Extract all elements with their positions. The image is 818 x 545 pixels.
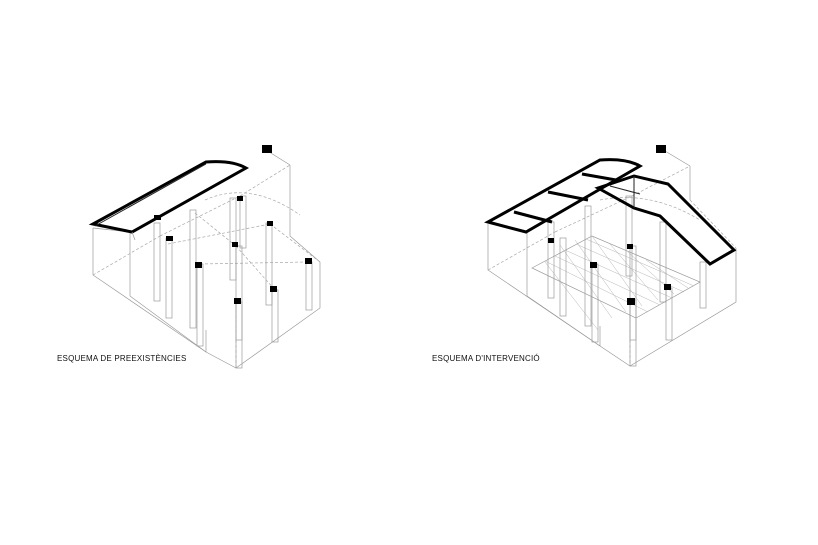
preexistences-columns xyxy=(153,195,313,369)
intervention-axonometric xyxy=(484,145,737,367)
caption-intervention: ESQUEMA D'INTERVENCIÓ xyxy=(432,354,540,363)
preexistences-envelope xyxy=(92,149,321,369)
intervention-beam-frame xyxy=(484,158,644,234)
preexistences-hidden-lines xyxy=(92,164,321,368)
intervention-floor-slab xyxy=(531,235,701,331)
intervention-new-roof-frame xyxy=(594,174,737,266)
preexistences-axonometric xyxy=(88,145,321,369)
caption-preexistences: ESQUEMA DE PREEXISTÈNCIES xyxy=(57,354,187,363)
intervention-envelope xyxy=(487,147,737,367)
preexistences-existing-beam xyxy=(88,160,250,241)
intervention-column-heads xyxy=(548,145,671,305)
